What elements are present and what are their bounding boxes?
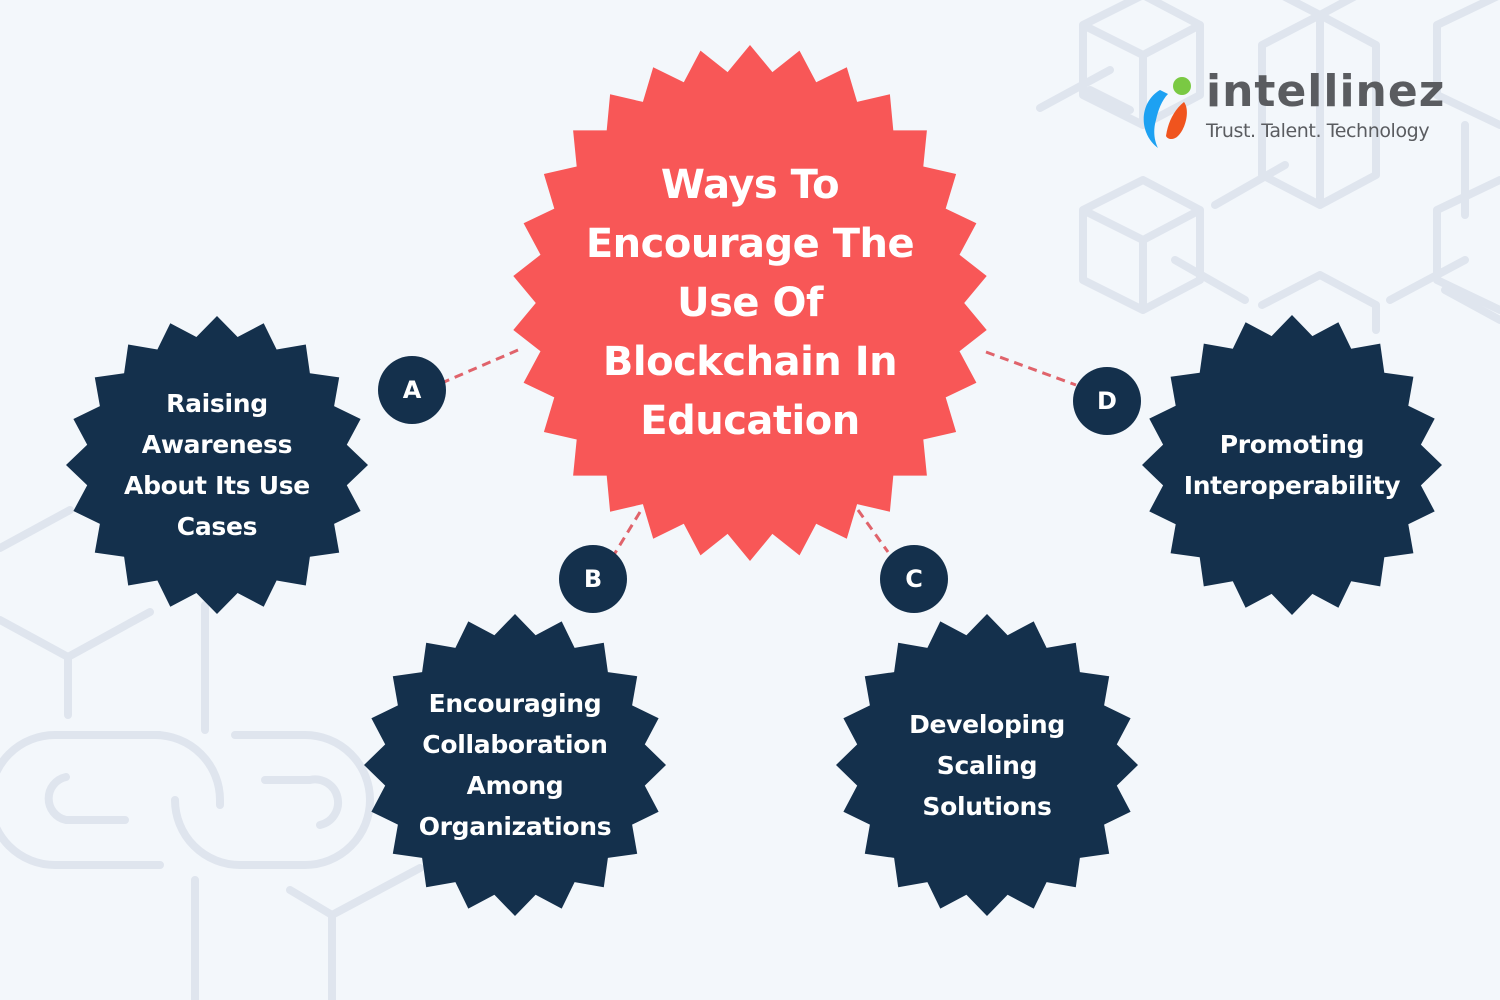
- logo-wordmark: intellinez: [1206, 66, 1446, 117]
- node-label-line: Raising: [166, 389, 268, 418]
- connector-d: [985, 350, 1077, 387]
- node-label-line: Cases: [176, 512, 258, 541]
- badge-a[interactable]: A: [378, 356, 446, 424]
- chain-link-icon: [171, 731, 374, 869]
- starburst-shape: [1142, 315, 1442, 615]
- badge-c[interactable]: C: [880, 545, 948, 613]
- starburst-shape: [364, 614, 666, 916]
- starburst-shape: [513, 45, 987, 561]
- main-title-burst: Ways To Encourage The Use Of Blockchain …: [512, 45, 988, 561]
- node-label-line: About Its Use: [124, 471, 310, 500]
- cube-icon: [1258, 271, 1380, 334]
- main-title-line: Education: [640, 397, 860, 444]
- node-b-label: Encouraging Collaboration Among Organiza…: [364, 614, 666, 916]
- node-label-line: Solutions: [922, 791, 1052, 821]
- node-b-burst[interactable]: Encouraging Collaboration Among Organiza…: [364, 614, 666, 916]
- node-label-line: Awareness: [141, 430, 293, 459]
- main-title: Ways To Encourage The Use Of Blockchain …: [512, 45, 988, 561]
- node-a-label: Raising Awareness About Its Use Cases: [66, 316, 368, 614]
- starburst-shape: [66, 316, 368, 614]
- logo-mark-icon: [1143, 77, 1191, 148]
- node-label-line: Encouraging: [428, 689, 602, 718]
- node-label-line: Developing: [909, 709, 1065, 739]
- node-d-burst[interactable]: Promoting Interoperability: [1142, 315, 1442, 615]
- node-label-line: Among: [466, 771, 564, 800]
- node-label-line: Promoting: [1219, 430, 1365, 459]
- node-d-label: Promoting Interoperability: [1142, 315, 1442, 615]
- cube-icon: [1433, 0, 1500, 129]
- chain-link-icon: [0, 731, 224, 869]
- node-c-burst[interactable]: Developing Scaling Solutions: [836, 614, 1138, 916]
- badge-b[interactable]: B: [559, 545, 627, 613]
- intellinez-logo[interactable]: intellinez Trust. Talent. Technology: [1140, 66, 1450, 152]
- cube-icon: [1079, 0, 1204, 129]
- logo-tagline: Trust. Talent. Technology: [1206, 120, 1430, 142]
- node-label-line: Organizations: [418, 812, 612, 841]
- badge-d[interactable]: D: [1073, 367, 1141, 435]
- connector-c: [856, 509, 890, 553]
- node-a-burst[interactable]: Raising Awareness About Its Use Cases: [66, 316, 368, 614]
- main-title-line: Encourage The: [585, 220, 915, 267]
- main-title-line: Use Of: [677, 279, 823, 326]
- cube-icon: [1079, 176, 1204, 314]
- starburst-shape: [836, 614, 1138, 916]
- connector-a: [443, 348, 519, 384]
- node-c-label: Developing Scaling Solutions: [836, 614, 1138, 916]
- node-label-line: Interoperability: [1183, 471, 1401, 500]
- node-label-line: Scaling: [936, 750, 1038, 780]
- main-title-line: Blockchain In: [602, 338, 898, 385]
- node-label-line: Collaboration: [422, 730, 608, 759]
- connector-b: [610, 511, 642, 559]
- main-title-line: Ways To: [660, 161, 840, 208]
